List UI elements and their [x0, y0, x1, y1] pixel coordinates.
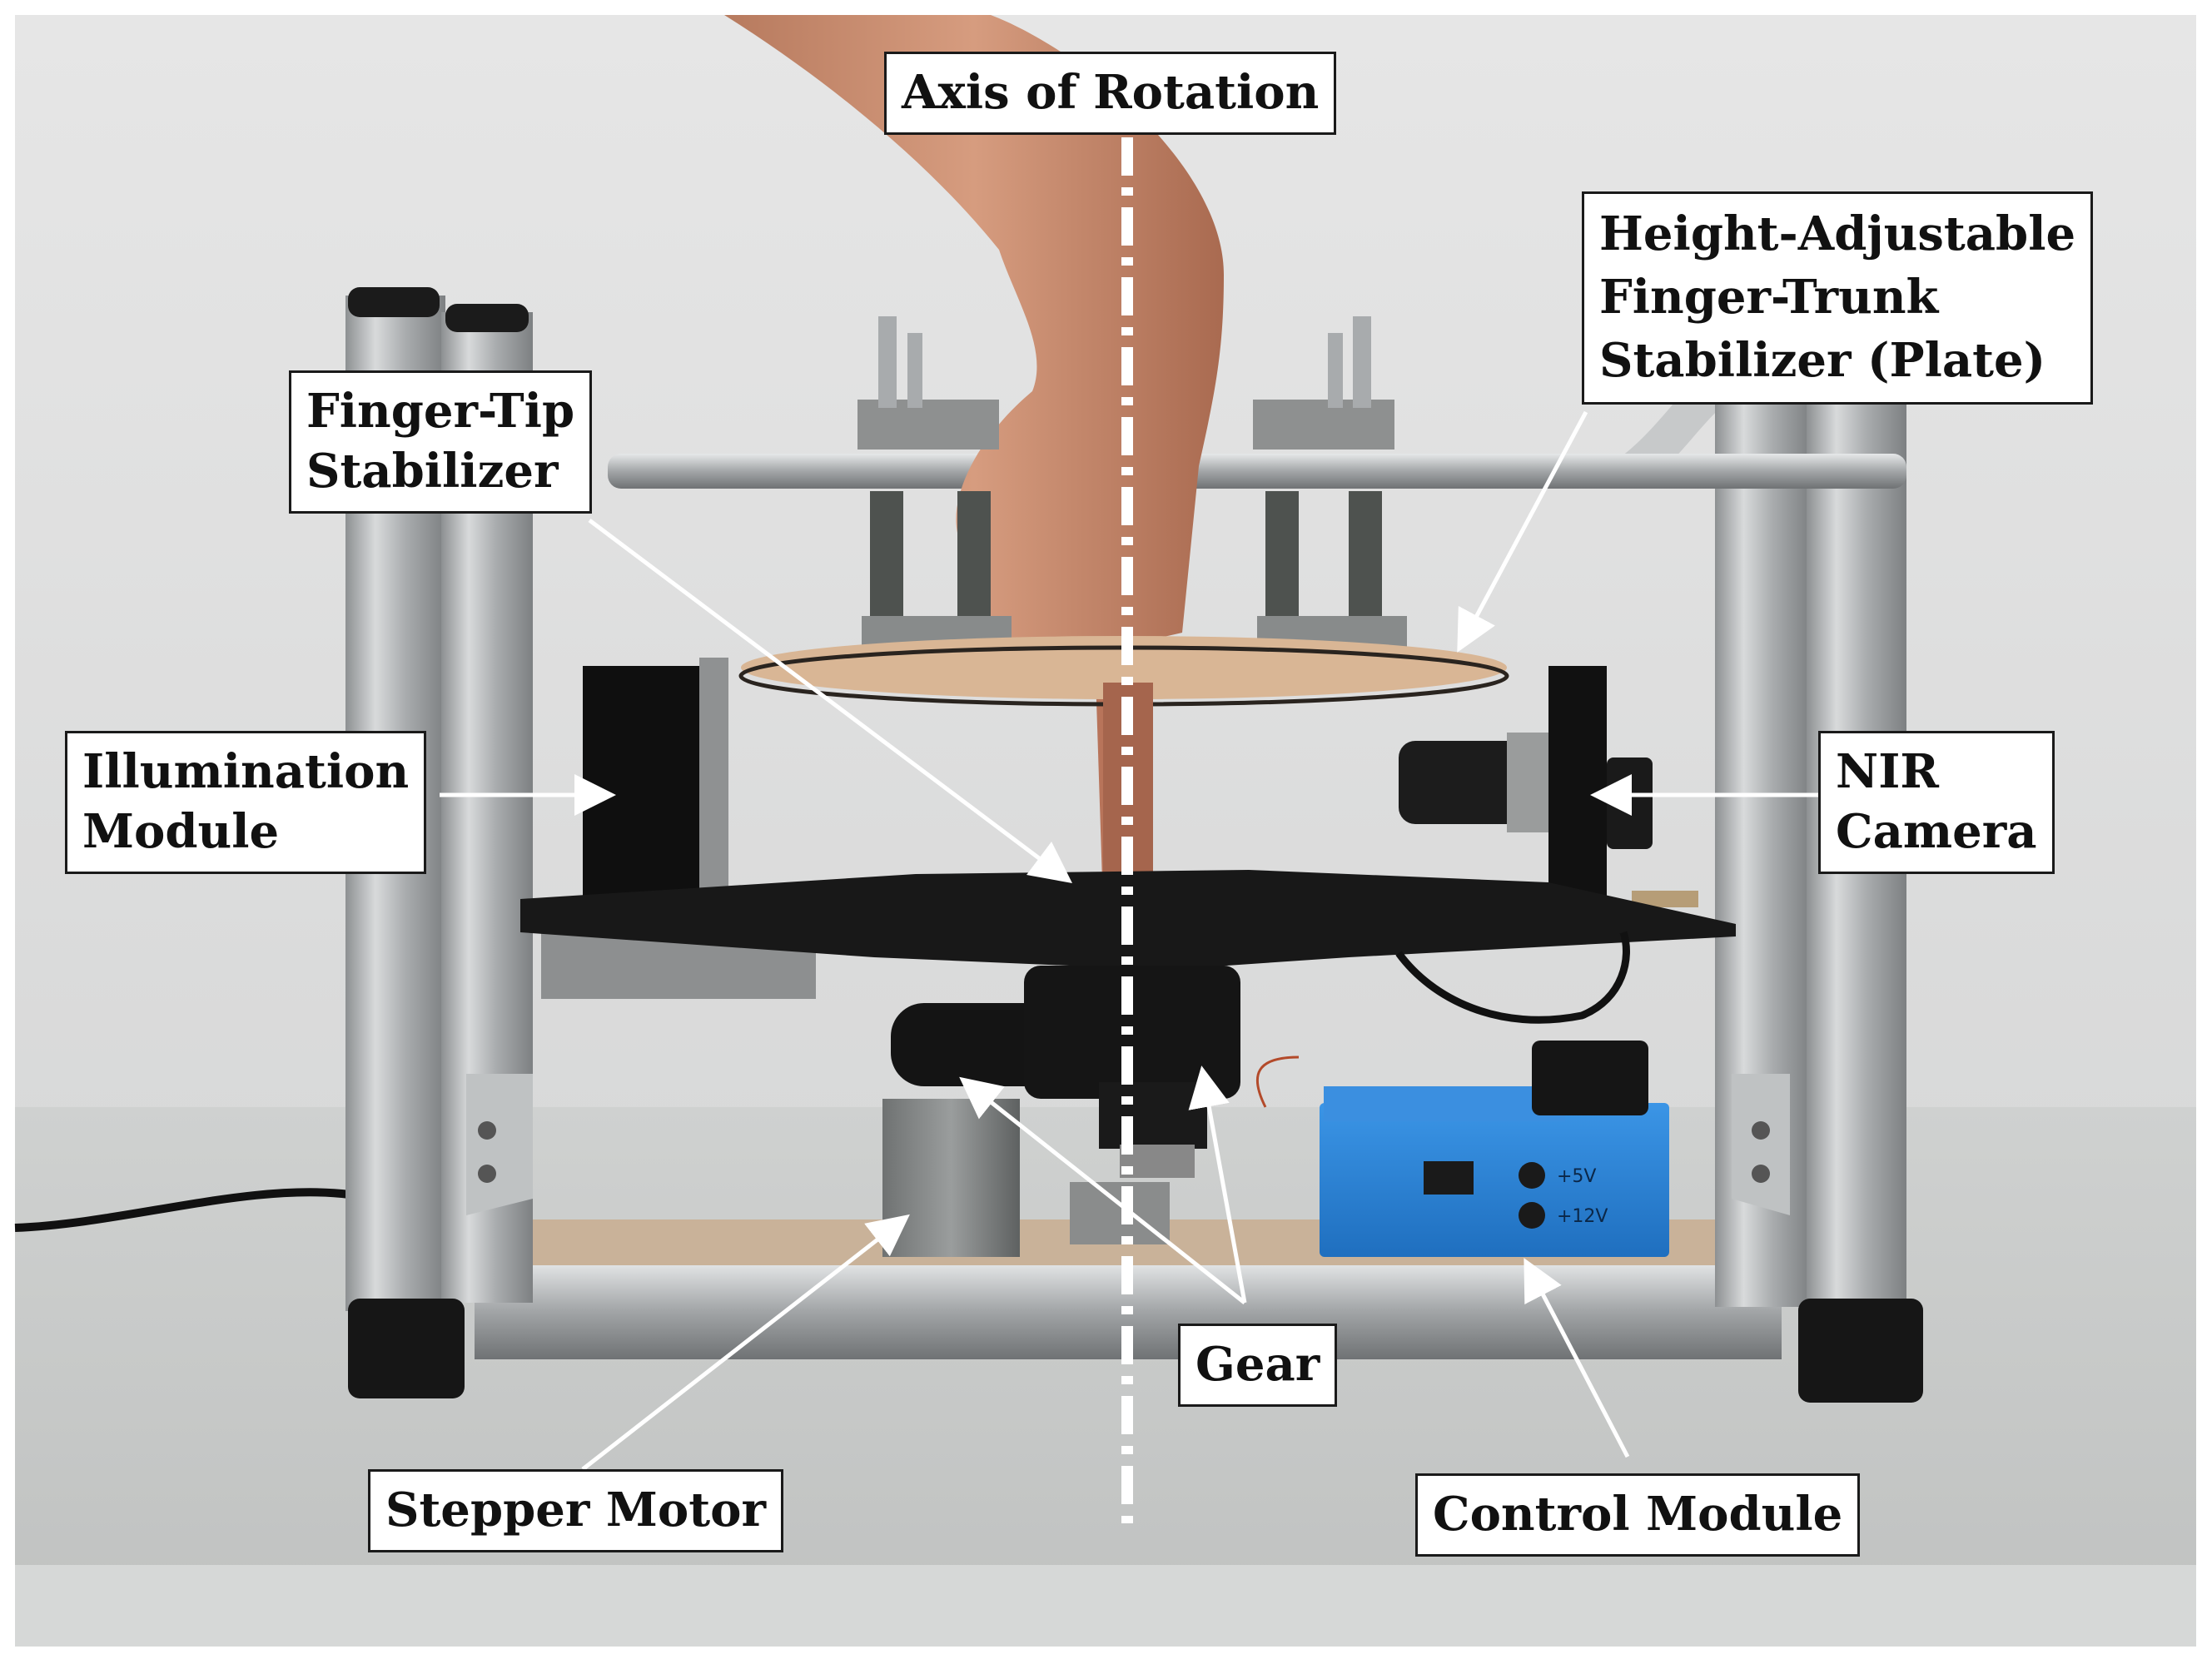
arrow-control — [1524, 1258, 1630, 1458]
stepper-motor-body — [882, 1099, 1020, 1257]
motor-bracket — [1070, 1182, 1170, 1244]
camera-body — [1399, 666, 1698, 907]
top-crossbar — [608, 454, 1906, 489]
label-plus5v: +5V — [1557, 1166, 1596, 1187]
arrow-gear-right — [1188, 1065, 1247, 1304]
arrow-fingertip — [588, 519, 1072, 884]
label-control-module: Control Module — [1415, 1473, 1861, 1557]
floor-front-edge — [15, 1565, 2196, 1647]
camera-cable — [1395, 931, 1630, 1024]
annotation-arrows — [440, 410, 1827, 1471]
label-nir-camera: NIR Camera — [1818, 731, 2055, 874]
label-finger-trunk-stabilizer: Height-Adjustable Finger-Trunk Stabilize… — [1582, 191, 2094, 405]
label-illumination-module: Illumination Module — [65, 731, 427, 874]
arrow-stepper — [581, 1214, 910, 1471]
label-finger-tip-stabilizer: Finger-Tip Stabilizer — [289, 370, 593, 514]
arrow-gear-left — [959, 1076, 1246, 1304]
label-axis-of-rotation: Axis of Rotation — [884, 52, 1337, 135]
control-module-body: +5V +12V — [1320, 1041, 1669, 1257]
arrow-plate — [1457, 410, 1588, 653]
label-gear: Gear — [1178, 1324, 1338, 1407]
label-stepper-motor: Stepper Motor — [368, 1469, 783, 1552]
label-plus12v: +12V — [1557, 1206, 1608, 1227]
